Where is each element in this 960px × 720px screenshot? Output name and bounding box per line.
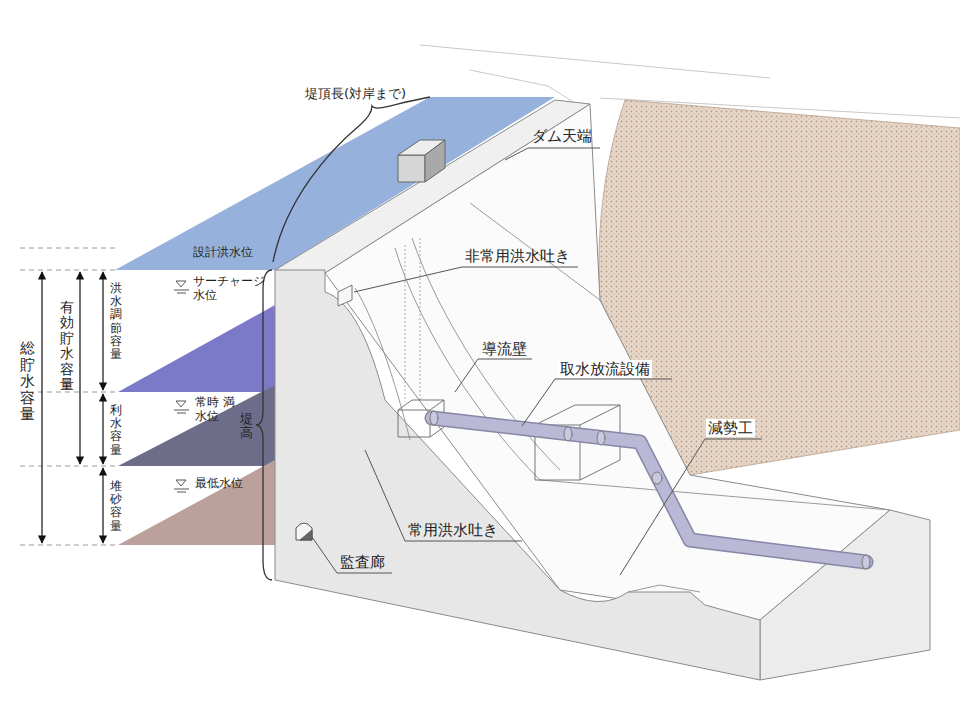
- capacity-label: 有効貯水容量: [60, 300, 74, 392]
- dimension-arrows: [79, 272, 80, 464]
- emergency-spillway-opening: [338, 285, 352, 306]
- inspection-gallery: [296, 523, 312, 540]
- leader-lines: [365, 450, 522, 541]
- leader-lines: [620, 439, 762, 575]
- capacity-label: 堆砂容量: [110, 480, 122, 533]
- part-label: ダム天端: [532, 127, 592, 145]
- inspection-gallery: [296, 523, 312, 540]
- part-label: 導流壁: [482, 340, 527, 358]
- leader-lines: [312, 148, 762, 575]
- part-label: 監査廊: [340, 553, 385, 571]
- inspection-gallery: [300, 530, 312, 540]
- braces: [256, 97, 430, 580]
- intake-pipe: [432, 418, 866, 562]
- intake-pipe: [652, 472, 662, 484]
- dimension-arrows: [102, 468, 103, 543]
- part-label: 常用洪水吐き: [408, 521, 498, 539]
- leader-lines: [505, 148, 600, 160]
- dam-body: [275, 100, 590, 273]
- level-lines: [20, 466, 118, 467]
- dimension-label: 堤高: [240, 412, 253, 441]
- reservoir-bands: [118, 385, 275, 466]
- intake-pipe: [564, 427, 572, 441]
- water-level-label: 設計洪水位: [193, 245, 253, 259]
- intake-boxes: [398, 400, 444, 410]
- intake-pipe: [430, 411, 870, 569]
- part-label: 減勢工: [706, 419, 755, 437]
- chute-lines: [355, 288, 410, 440]
- dimension-label: 堤頂長(対岸まで): [305, 86, 406, 102]
- dam-body: [760, 510, 930, 680]
- chute-lines: [395, 248, 890, 510]
- leader-lines: [455, 359, 532, 392]
- water-level-symbols: [176, 281, 186, 287]
- dotted-guides: [405, 245, 406, 402]
- water-level-symbols: [174, 290, 189, 293]
- water-level-symbols: [176, 401, 186, 407]
- water-level-label: 常時 満水位: [195, 395, 235, 424]
- chute-lines: [355, 203, 890, 592]
- water-level-symbols: [174, 410, 189, 413]
- intake-pipe: [430, 411, 438, 425]
- water-level-symbols: [174, 489, 189, 492]
- intake-boxes: [398, 410, 430, 437]
- dimension-arrows: [102, 272, 103, 390]
- intake-pipe: [432, 418, 866, 562]
- intake-pipe: [597, 431, 605, 445]
- dotted-guides: [420, 238, 421, 402]
- dotted-guides: [405, 238, 420, 402]
- level-lines: [20, 270, 118, 271]
- capacity-label: 利水容量: [110, 404, 122, 457]
- mountain-lines: [420, 45, 770, 78]
- water-level-label: 最低水位: [195, 476, 243, 490]
- intake-pipe: [862, 555, 870, 569]
- braces: [256, 270, 272, 580]
- level-lines: [20, 248, 118, 249]
- level-lines: [20, 248, 118, 545]
- dimension-arrows: [42, 272, 103, 543]
- reservoir-bands: [118, 305, 275, 392]
- crest-house: [398, 140, 445, 182]
- braces: [273, 97, 430, 262]
- water-level-symbols: [174, 281, 189, 492]
- capacity-label: 総貯水容量: [20, 340, 35, 423]
- water-level-label: サーチャージ 水位: [193, 274, 269, 303]
- chute-lines: [600, 300, 610, 320]
- leader-lines: [312, 537, 392, 573]
- emergency-spillway-opening: [338, 285, 352, 306]
- chute-lines: [628, 585, 700, 592]
- dam-body: [275, 100, 930, 680]
- intake-boxes: [535, 405, 620, 425]
- dam-body: [275, 270, 760, 680]
- leader-lines: [522, 379, 672, 426]
- level-lines: [20, 545, 118, 546]
- dimension-arrows: [102, 394, 103, 464]
- reservoir-bands: [118, 460, 275, 545]
- dimension-arrows: [41, 272, 42, 543]
- crest-house: [398, 155, 425, 182]
- water-level-symbols: [176, 480, 186, 486]
- crest-house: [425, 140, 445, 182]
- leader-lines: [354, 267, 578, 292]
- part-label: 取水放流設備: [558, 360, 652, 378]
- capacity-label: 洪水調節容量: [110, 282, 122, 361]
- part-label: 非常用洪水吐き: [465, 247, 570, 265]
